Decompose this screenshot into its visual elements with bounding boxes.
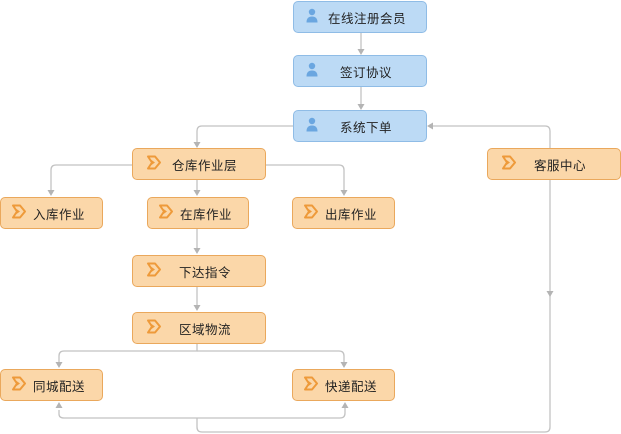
node-citywide[interactable]: 同城配送 (0, 369, 103, 401)
arrow-tag-icon (146, 155, 162, 174)
node-register-label: 在线注册会员 (328, 10, 407, 26)
connector-regional-express (197, 350, 345, 363)
arrowhead (340, 190, 348, 196)
node-order-label: 系统下单 (340, 119, 393, 135)
node-warehouse-label: 仓库作业层 (172, 157, 238, 173)
node-regional-label: 区域物流 (179, 321, 232, 337)
node-inbound-label: 入库作业 (33, 206, 86, 222)
node-service-label: 客服中心 (534, 157, 587, 173)
connector-warehouse-inbound (50, 164, 132, 190)
arrowhead (193, 305, 201, 311)
arrow-tag-icon (146, 262, 162, 281)
node-register[interactable]: 在线注册会员 (293, 1, 427, 33)
node-order[interactable]: 系统下单 (293, 110, 427, 142)
node-sign-label: 签订协议 (340, 64, 393, 80)
arrowhead (357, 49, 365, 55)
arrow-tag-icon (501, 155, 517, 174)
connector-warehouse-outbound (266, 164, 345, 190)
arrowhead (193, 190, 201, 196)
connector-feedback-citywide (58, 405, 346, 419)
arrowhead (546, 291, 554, 297)
node-service[interactable]: 客服中心 (487, 148, 621, 180)
arrowhead (357, 104, 365, 110)
arrowhead (193, 248, 201, 254)
node-regional[interactable]: 区域物流 (132, 312, 266, 344)
node-outbound[interactable]: 出库作业 (292, 197, 395, 229)
arrow-tag-icon (158, 204, 174, 223)
arrowhead (47, 190, 55, 196)
connector-service-order (433, 125, 551, 148)
node-dispatch[interactable]: 下达指令 (132, 255, 266, 287)
arrowhead (193, 142, 201, 148)
node-outbound-label: 出库作业 (325, 206, 378, 222)
arrow-tag-icon (11, 204, 27, 223)
node-warehouse[interactable]: 仓库作业层 (132, 148, 266, 180)
node-inbound[interactable]: 入库作业 (0, 197, 103, 229)
node-dispatch-label: 下达指令 (179, 264, 232, 280)
user-icon (305, 117, 319, 136)
node-express-label: 快递配送 (325, 378, 378, 394)
node-instock-label: 在库作业 (180, 206, 233, 222)
arrow-tag-icon (146, 319, 162, 338)
connector-feedback-service (196, 180, 551, 433)
arrowhead (340, 362, 348, 368)
node-instock[interactable]: 在库作业 (147, 197, 249, 229)
node-citywide-label: 同城配送 (33, 378, 86, 394)
arrowhead (55, 402, 63, 408)
node-express[interactable]: 快递配送 (292, 369, 395, 401)
connector-regional-citywide (58, 344, 198, 363)
connector-order-warehouse (196, 125, 293, 143)
arrow-tag-icon (303, 204, 319, 223)
arrow-tag-icon (303, 376, 319, 395)
user-icon (305, 62, 319, 81)
arrow-tag-icon (11, 376, 27, 395)
node-sign[interactable]: 签订协议 (293, 55, 427, 87)
user-icon (305, 8, 319, 27)
arrowhead (55, 362, 63, 368)
arrowhead (341, 402, 349, 408)
arrowhead (427, 122, 433, 130)
